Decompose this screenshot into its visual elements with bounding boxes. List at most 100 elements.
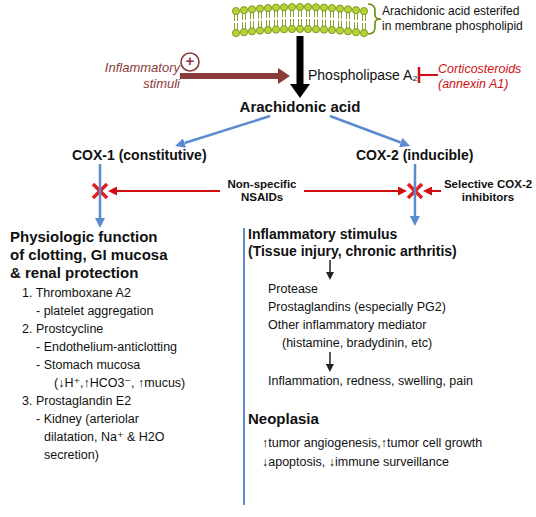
arrow-connector [180,73,278,79]
drug-label: Non-specific NSAIDs [220,178,304,204]
lipid-tail [245,22,246,29]
lipid-head [312,26,319,33]
inhibit-pointer [304,190,398,192]
node-body-text: - Endothelium-anticlotting [10,338,242,356]
lipid-tail [266,11,267,18]
lipid-head [272,4,279,11]
lipid-tail [354,13,355,20]
lipid-tail [341,21,342,28]
lipid-head [264,4,271,11]
substrate-label: Arachidonic acid [235,98,365,116]
lipid-tail [261,12,262,19]
lipid-tail [269,20,270,27]
lipid-head [248,6,255,13]
lipid-head [256,27,263,34]
lipid-tail [285,10,286,17]
node-body-text: - Kidney (arteriolar dilatation, Na⁺ & H… [10,410,179,464]
lipid-head [288,3,295,10]
lipid-head [360,29,367,36]
lipid-tail [298,10,299,17]
inhibition-connector [419,74,438,76]
lipid-tail [314,10,315,17]
lipid-tail [282,19,283,26]
lipid-tail [274,11,275,18]
lipid-tail [269,11,270,18]
lipid-tail [322,11,323,18]
lipid-tail [338,21,339,28]
node-body-text: - platelet aggregation [10,302,242,320]
lipid-head [304,25,311,32]
lipid-tail [250,21,251,28]
lipid-tail [298,19,299,26]
membrane-node: Arachidonic acid esterifed in membrane p… [230,0,535,40]
lipid-tail [317,19,318,26]
lipid-tail [258,21,259,28]
lipid-tail [258,12,259,19]
brace-bracket [368,4,381,34]
lipid-head [272,26,279,33]
node-text: Physiologic function of clotting, GI muc… [10,228,175,282]
lipid-tail [357,22,358,29]
lipid-head [328,26,335,33]
arrow-connector [330,116,401,142]
lipid-tail [245,13,246,20]
lipid-head [296,3,303,10]
lipid-tail [293,19,294,26]
lipid-tail [253,21,254,28]
node-text: COX-2 (inducible) [356,146,478,164]
lipid-tail [330,11,331,18]
lipid-head [352,29,359,36]
lipid-tail [365,23,366,30]
lipid-tail [293,10,294,17]
lipid-head [352,7,359,14]
lipid-tail [306,19,307,26]
mediator-list: ProteaseProstaglandins (especially PG2)O… [268,280,457,352]
node-body-text: - Stomach mucosa (↓H⁺,↑HCO3⁻, ↑mucus) [10,356,202,392]
node-text: Arachidonic acid [235,98,365,116]
lipid-tail [346,12,347,19]
lipid-tail [285,19,286,26]
plus-sign: + [182,52,198,70]
node-body-text: 3. Prostaglandin E2 [10,392,242,410]
lipid-head [256,5,263,12]
lipid-tail [349,21,350,28]
arrow-connector [296,36,303,84]
node-text: Arachidonic acid esterifed in membrane p… [382,4,527,34]
function-block: Physiologic function of clotting, GI muc… [10,228,242,464]
lipid-head [232,29,239,36]
lipid-tail [322,20,323,27]
node-text: Corticosteroids (annexin A1) [438,62,532,92]
arrow-connector [185,116,271,143]
lipid-tail [253,12,254,19]
lipid-tail [301,19,302,26]
lipid-tail [234,23,235,30]
stimulus-block: Inflammatory stimulus (Tissue injury, ch… [248,226,528,260]
lipid-tail [282,10,283,17]
lipid-tail [357,13,358,20]
lipid-tail [346,21,347,28]
node-text: Protease [268,280,457,298]
arrow-connector [329,352,331,364]
lipid-tail [317,10,318,17]
divider-line [243,228,245,505]
lipid-tail [266,20,267,27]
inhibit-pointer [432,190,441,192]
lipid-tail [362,23,363,30]
lipid-head [240,7,247,14]
lipid-tail [242,13,243,20]
enzyme-label: COX-1 (constitutive) [72,146,212,164]
lipid-head [312,4,319,11]
neoplasia-block: Neoplasia ↑tumor angiogenesis,↑tumor cell… [248,410,528,472]
node-text: Inflammatory stimuli [100,60,180,92]
lipid-tail [261,21,262,28]
lipid-tail [250,12,251,19]
membrane-bilayer [232,3,367,36]
lipid-head [344,28,351,35]
lipid-head [336,5,343,12]
lipid-tail [325,20,326,27]
node-body-text: ↑tumor angiogenesis,↑tumor cell growth [248,434,528,453]
node-text: Neoplasia [248,410,528,428]
lipid-head [280,4,287,11]
lipid-head [344,6,351,13]
lipid-head [320,4,327,11]
